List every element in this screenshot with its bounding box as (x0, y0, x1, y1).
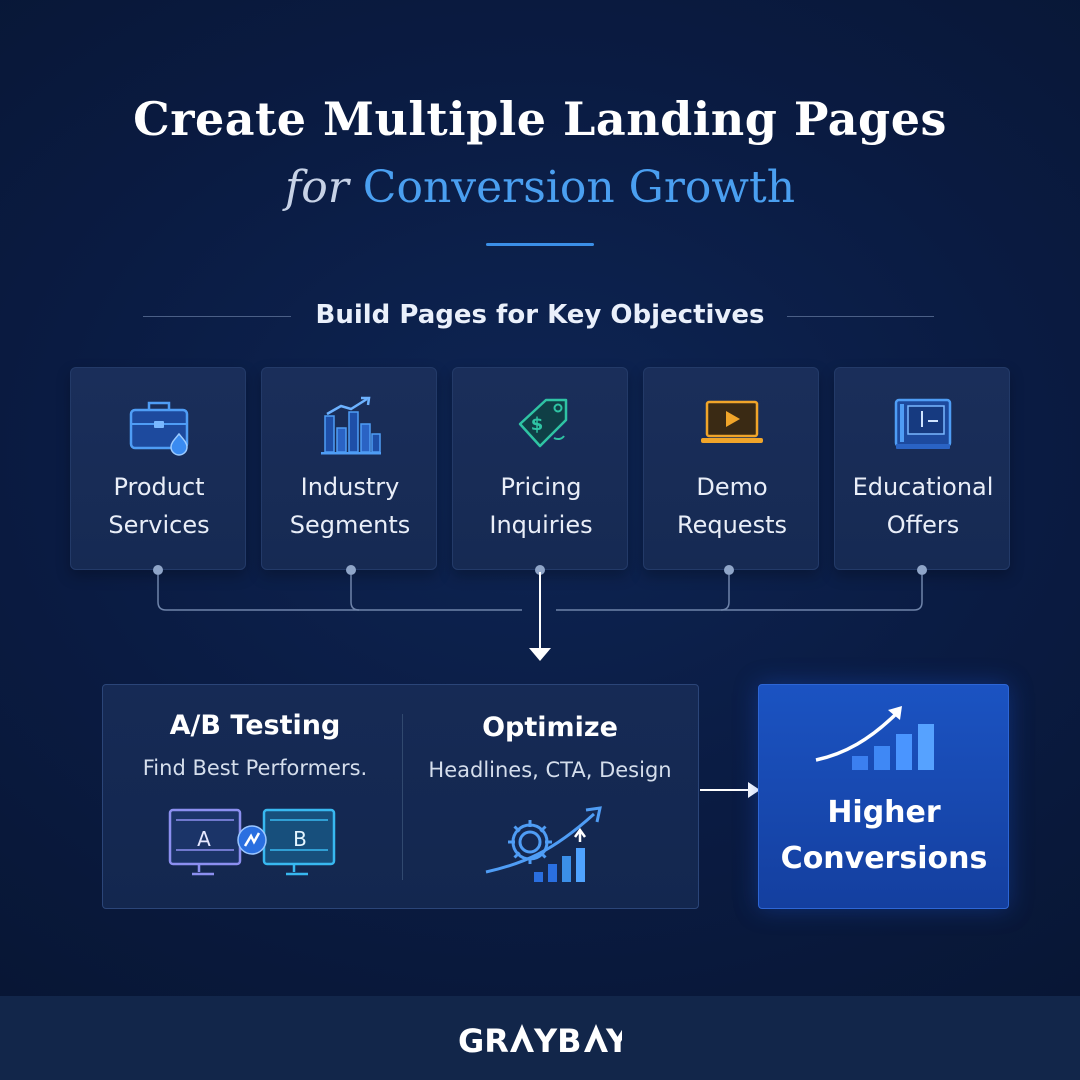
optimize-subtitle: Headlines, CTA, Design (428, 758, 672, 782)
connector-dot (153, 565, 163, 575)
svg-text:Y: Y (605, 1022, 622, 1056)
result-panel (758, 684, 1009, 909)
connector-dot (917, 565, 927, 575)
subtitle-lead: for (284, 162, 349, 213)
down-arrow-icon (529, 648, 551, 661)
optimize-title: Optimize (482, 712, 618, 743)
laptop-play-icon (701, 400, 763, 443)
footer-bar (0, 996, 1080, 1080)
section-heading: Build Pages for Key Objectives (315, 300, 765, 330)
subtitle-accent: Conversion Growth (362, 162, 796, 213)
svg-text:A: A (197, 827, 211, 851)
ab-testing-title: A/B Testing (169, 710, 341, 741)
section-rule-right (787, 316, 934, 317)
bar-chart-icon (321, 396, 381, 455)
price-tag-icon: $ (518, 398, 568, 448)
brand-logo: GR YB Y (458, 1022, 622, 1056)
ab-testing-subtitle: Find Best Performers. (142, 756, 368, 780)
book-icon (894, 398, 952, 449)
optimize-gear-growth-icon (485, 806, 602, 882)
page-subtitle: for Conversion Growth (0, 162, 1080, 213)
svg-text:$: $ (531, 414, 544, 435)
process-panel (102, 684, 699, 909)
briefcase-icon (129, 401, 189, 456)
connector-dot (724, 565, 734, 575)
connector-dot (535, 565, 545, 575)
svg-text:GR: GR (458, 1022, 509, 1056)
svg-text:YB: YB (533, 1022, 582, 1056)
title-underline (486, 243, 594, 246)
svg-text:B: B (293, 827, 307, 851)
page-title: Create Multiple Landing Pages (133, 92, 947, 146)
ab-test-screens-icon: A B (168, 808, 336, 876)
process-divider (402, 714, 403, 880)
growth-chart-icon (815, 706, 934, 770)
connector-dot (346, 565, 356, 575)
section-rule-left (143, 316, 291, 317)
